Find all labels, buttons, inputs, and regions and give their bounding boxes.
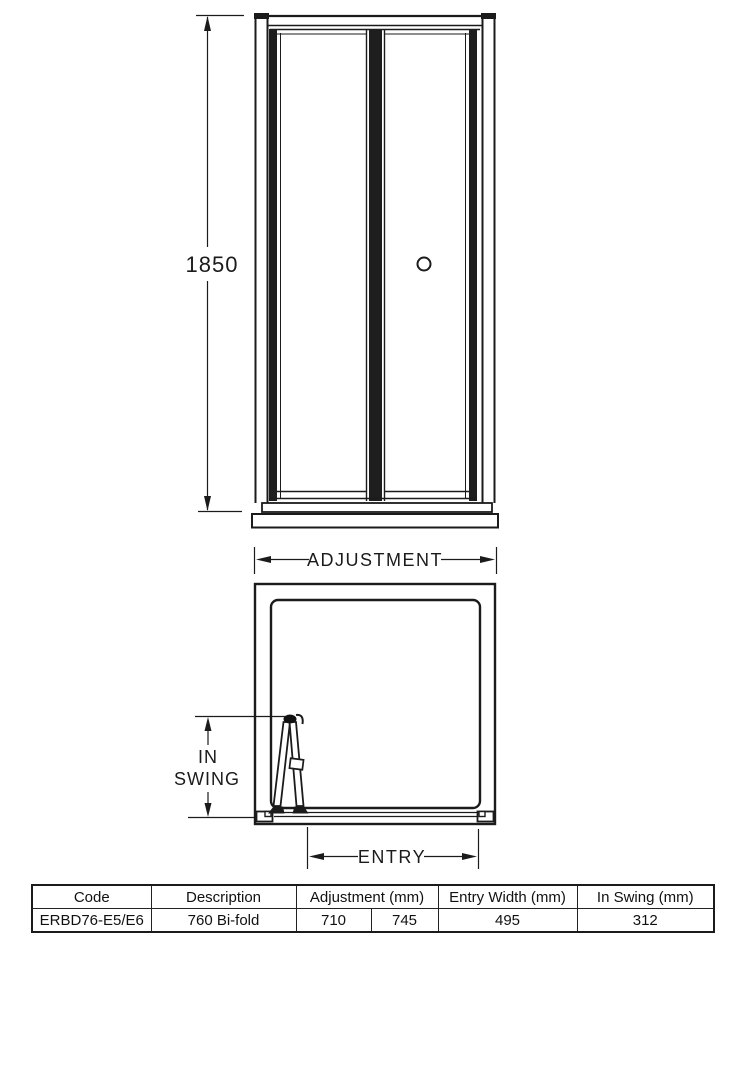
folded-door-panels bbox=[268, 713, 309, 814]
col-header-description: Description bbox=[150, 884, 297, 909]
col-header-in-swing: In Swing (mm) bbox=[576, 884, 715, 909]
door-knob-icon bbox=[416, 256, 432, 272]
shower-tray-sill bbox=[251, 513, 499, 529]
col-header-adjustment: Adjustment (mm) bbox=[295, 884, 439, 909]
bottom-track bbox=[261, 502, 493, 513]
door-foot-right bbox=[292, 806, 309, 814]
adjustment-dimension: ADJUSTMENT bbox=[253, 547, 498, 574]
cell-adjustment-max: 745 bbox=[370, 908, 439, 933]
entry-dimension-label: ENTRY bbox=[358, 847, 426, 867]
door-hook-icon bbox=[295, 713, 304, 725]
in-swing-dimension: IN SWING bbox=[174, 715, 286, 819]
wall-profile-left bbox=[254, 13, 269, 503]
cell-adjustment-min: 710 bbox=[295, 908, 372, 933]
door-panels bbox=[269, 29, 477, 501]
tray-inner-edge bbox=[269, 598, 482, 810]
plan-wall-profile-right bbox=[476, 810, 495, 823]
arrow-right-icon bbox=[480, 556, 495, 563]
door-handle-icon bbox=[288, 757, 305, 771]
cell-code: ERBD76-E5/E6 bbox=[31, 908, 152, 933]
arrow-left-icon bbox=[309, 853, 324, 860]
door-pivot-knob-icon bbox=[283, 714, 297, 724]
arrow-up-icon bbox=[204, 717, 212, 731]
door-foot-left bbox=[268, 806, 285, 814]
arrow-up-icon bbox=[204, 16, 211, 31]
plan-view bbox=[253, 582, 497, 826]
entry-dimension: ENTRY bbox=[306, 827, 480, 869]
wall-profile-right bbox=[481, 13, 496, 503]
top-rail bbox=[267, 14, 483, 31]
arrow-down-icon bbox=[204, 803, 212, 817]
cell-description: 760 Bi-fold bbox=[150, 908, 297, 933]
arrow-left-icon bbox=[256, 556, 271, 563]
col-header-code: Code bbox=[31, 884, 152, 909]
height-dimension: 1850 bbox=[186, 14, 244, 513]
col-header-entry-width: Entry Width (mm) bbox=[437, 884, 578, 909]
arrow-down-icon bbox=[204, 496, 211, 511]
technical-drawing: 1850 ADJUSTMENT bbox=[174, 13, 499, 869]
front-elevation-view bbox=[251, 13, 499, 529]
plan-wall-profile-left bbox=[255, 810, 274, 823]
specification-table: Code Description Adjustment (mm) Entry W… bbox=[31, 884, 715, 933]
adjustment-dimension-label: ADJUSTMENT bbox=[307, 550, 443, 570]
table-row: ERBD76-E5/E6 760 Bi-fold 710 745 495 312 bbox=[31, 908, 715, 933]
cell-entry-width: 495 bbox=[437, 908, 578, 933]
table-header-row: Code Description Adjustment (mm) Entry W… bbox=[31, 884, 715, 909]
in-swing-label-line1: IN bbox=[198, 747, 218, 767]
in-swing-label-line2: SWING bbox=[174, 769, 240, 789]
height-dimension-label: 1850 bbox=[186, 252, 239, 277]
arrow-right-icon bbox=[462, 853, 477, 860]
cell-in-swing: 312 bbox=[576, 908, 715, 933]
